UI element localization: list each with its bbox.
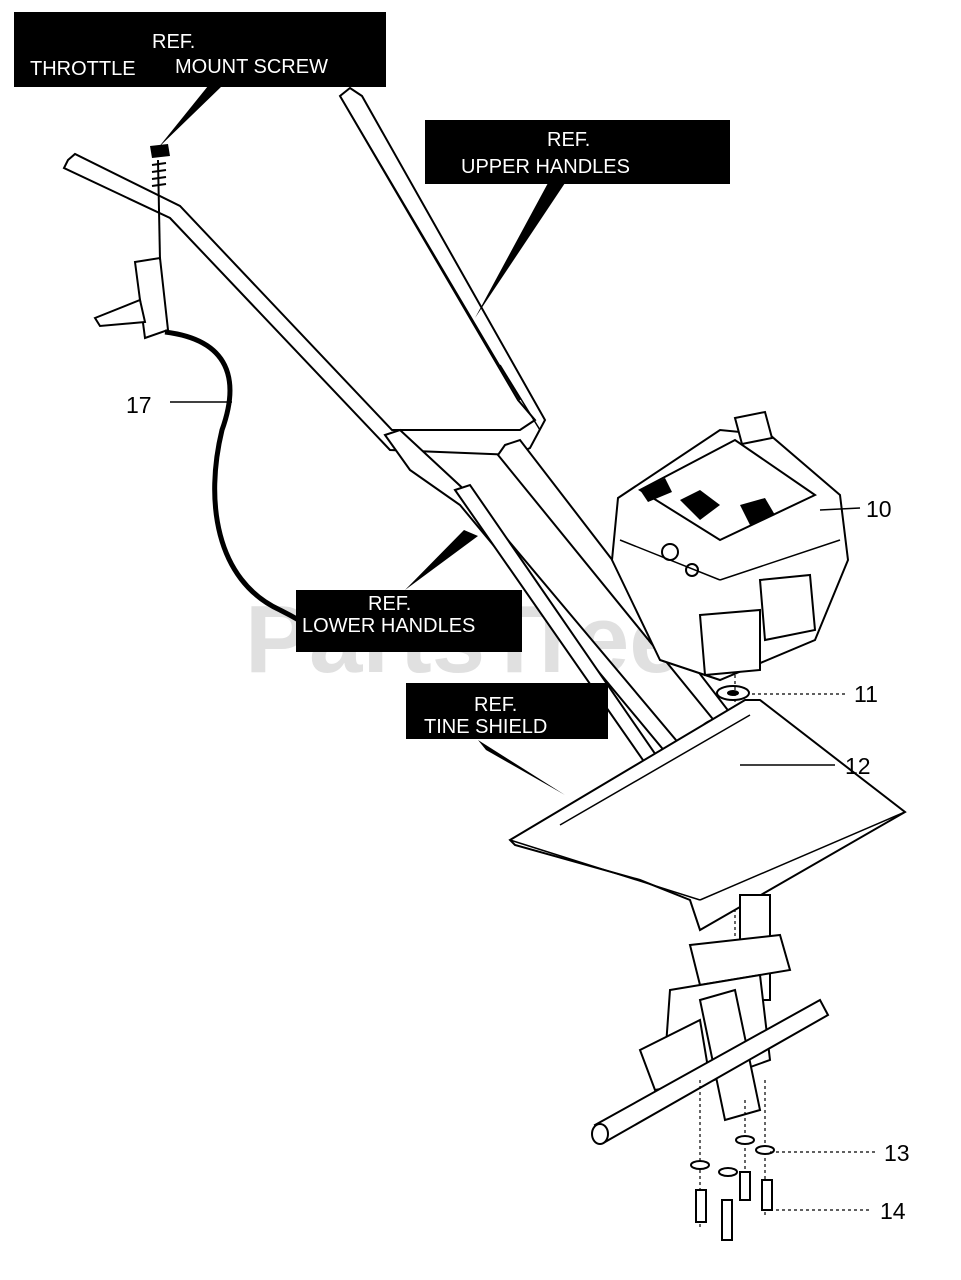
part-number-11: 11 xyxy=(854,681,878,707)
tine-shield-drawing xyxy=(508,699,907,932)
part-number-12: 12 xyxy=(845,753,871,779)
callout-mount-screw-label: MOUNT SCREW xyxy=(175,56,328,78)
callout-tine-shield-label: TINE SHIELD xyxy=(424,716,547,738)
part-number-10: 10 xyxy=(866,496,892,522)
callout-upper-handles-label: UPPER HANDLES xyxy=(461,156,630,178)
part-number-17: 17 xyxy=(126,392,152,418)
part-number-14: 14 xyxy=(880,1198,906,1224)
upper-handles-drawing xyxy=(62,86,547,457)
transmission-drawing xyxy=(591,894,830,1241)
callout-tine-shield: REF. TINE SHIELD xyxy=(406,683,608,739)
callout-upper-handles: REF. UPPER HANDLES xyxy=(425,120,730,184)
callout-lower-handles: REF. LOWER HANDLES xyxy=(296,590,522,652)
callout-throttle-ref: REF. xyxy=(152,31,195,53)
callout-lower-handles-label: LOWER HANDLES xyxy=(302,615,475,637)
callout-tine-ref: REF. xyxy=(474,694,517,716)
callout-throttle-label: THROTTLE xyxy=(30,58,136,80)
callout-lower-ref: REF. xyxy=(368,593,411,615)
callout-upper-ref: REF. xyxy=(547,129,590,151)
engine-drawing xyxy=(610,410,850,682)
callout-throttle-mount: REF. THROTTLE MOUNT SCREW xyxy=(14,12,386,87)
leader-lines xyxy=(158,86,877,1211)
part-number-13: 13 xyxy=(884,1140,910,1166)
